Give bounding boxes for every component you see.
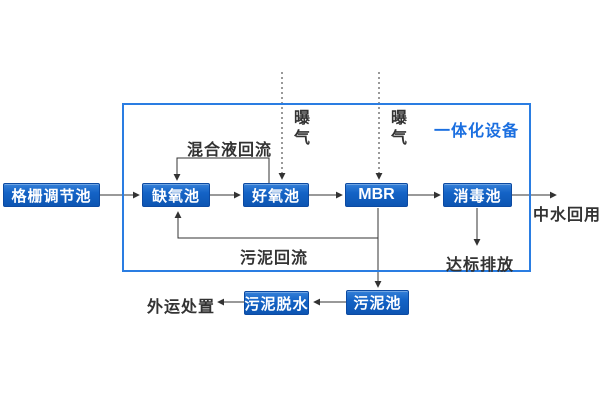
arrow-mixed-liquor-return [173, 157, 270, 184]
label-mixed-liquor-return: 混合液回流 [187, 142, 273, 159]
node-disinfection-tank: 消毒池 [443, 183, 512, 207]
node-aerobic-tank: 好氧池 [243, 183, 309, 207]
label-sludge-return: 污泥回流 [240, 250, 309, 267]
label-offsite-disposal: 外运处置 [147, 299, 216, 316]
node-anoxic-tank: 缺氧池 [142, 183, 210, 207]
node-sludge-tank: 污泥池 [346, 290, 409, 315]
integrated-equipment-container [122, 103, 531, 272]
node-mbr: MBR [345, 183, 408, 207]
label-reclaimed-water-reuse: 中水回用 [533, 207, 600, 224]
label-aeration-left: 曝气 [291, 109, 308, 149]
label-aeration-right: 曝气 [388, 109, 405, 149]
arrow-sludge-return [174, 211, 378, 239]
node-grid-regulating-tank: 格栅调节池 [3, 183, 100, 207]
node-sludge-dewatering: 污泥脱水 [244, 291, 309, 315]
label-standard-discharge: 达标排放 [446, 257, 515, 274]
integrated-equipment-label: 一体化设备 [434, 123, 520, 140]
